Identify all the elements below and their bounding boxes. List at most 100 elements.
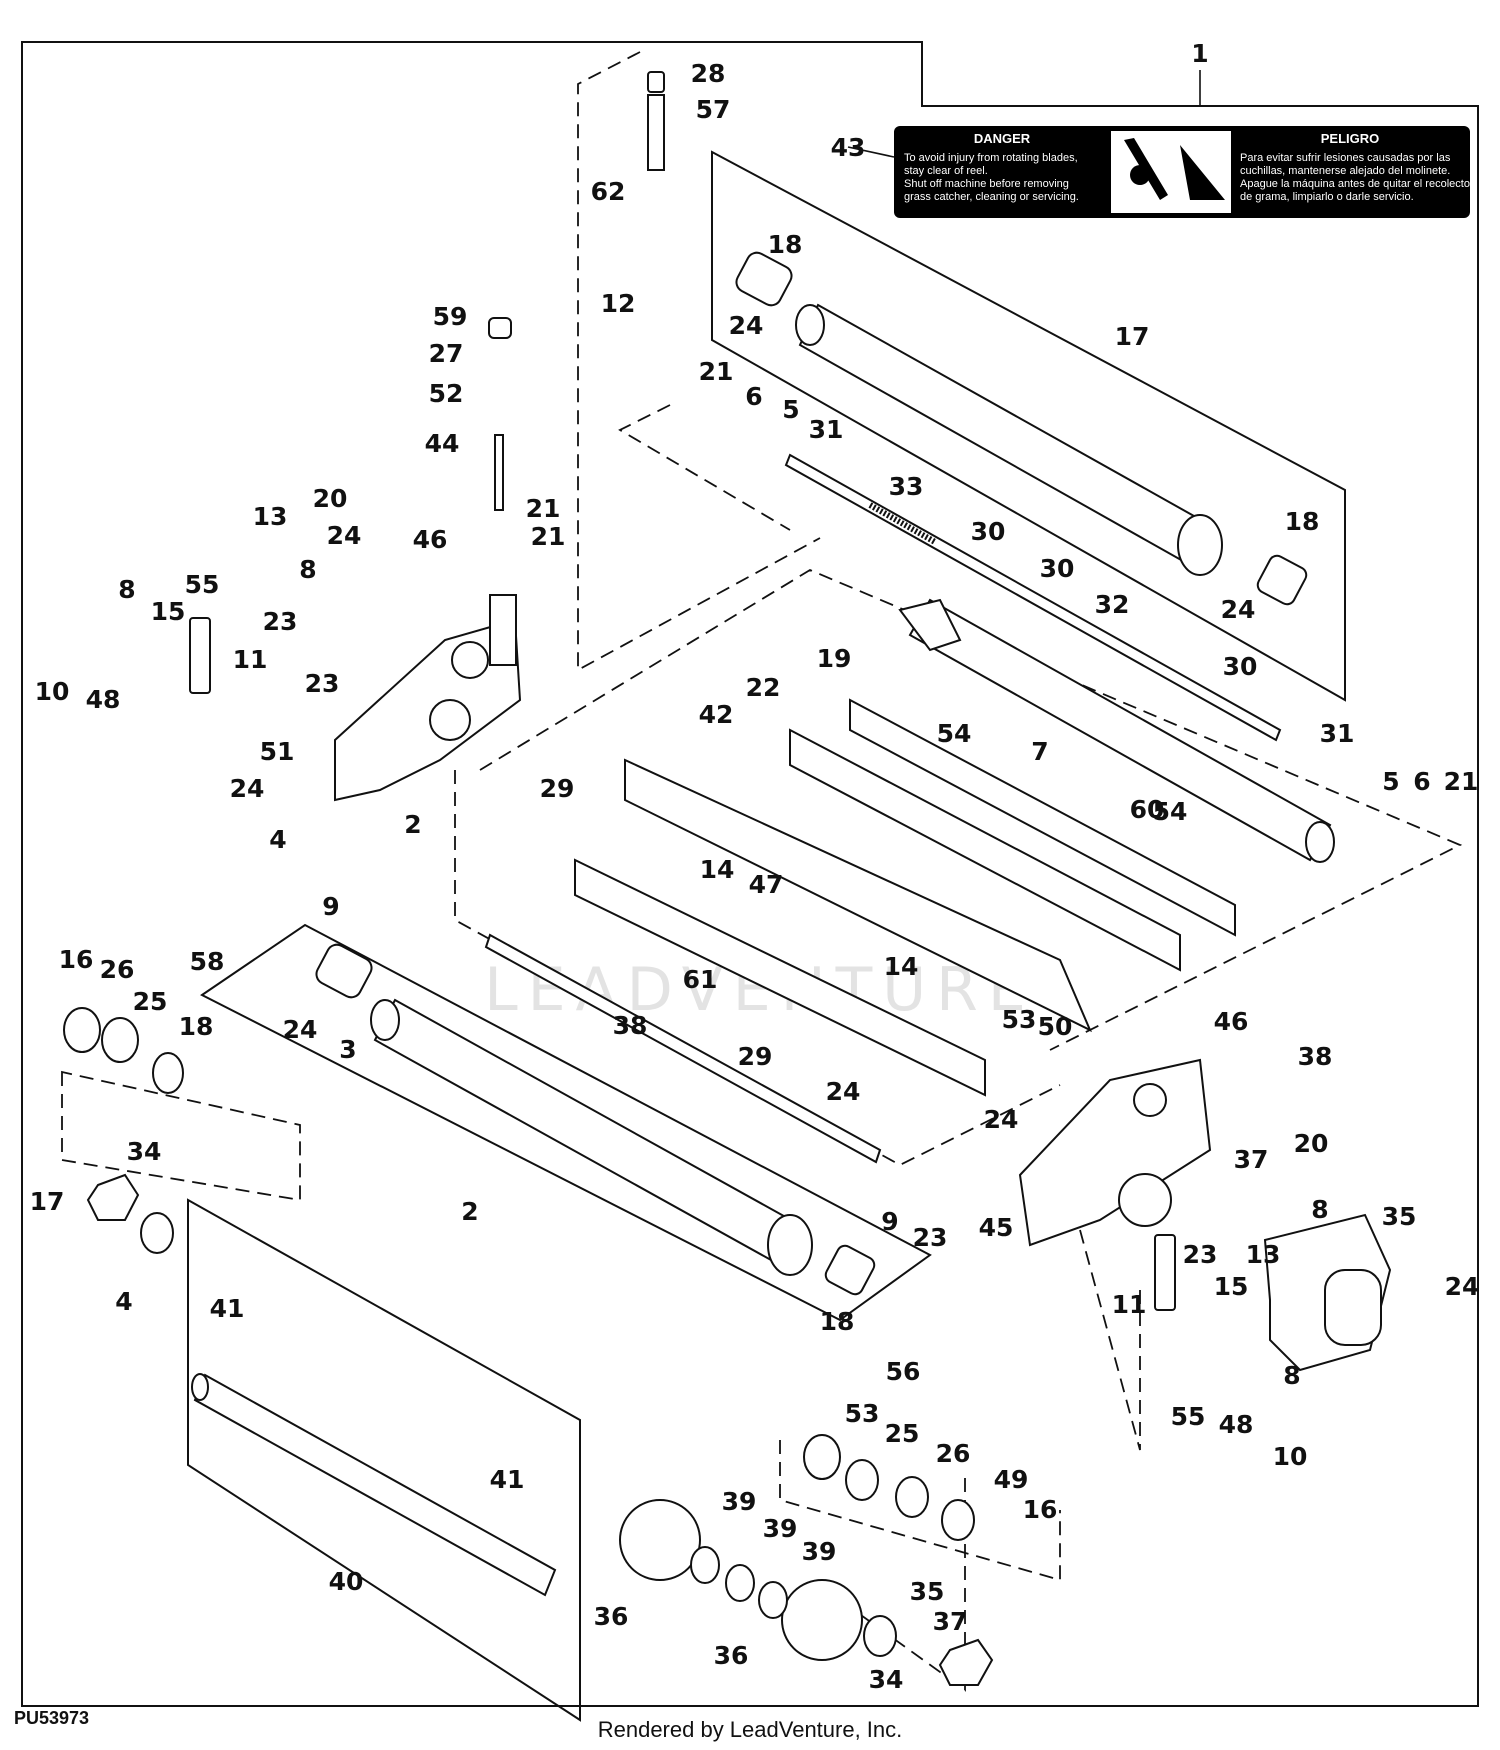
callout-19: 19 (817, 644, 852, 673)
callout-2: 2 (461, 1197, 478, 1226)
callout-3: 3 (339, 1035, 356, 1064)
callout-49: 49 (994, 1465, 1029, 1494)
callout-34: 34 (869, 1665, 904, 1694)
callout-33: 33 (889, 472, 924, 501)
callout-14: 14 (884, 952, 919, 981)
callout-41: 41 (490, 1465, 525, 1494)
callout-41: 41 (210, 1294, 245, 1323)
callout-54: 54 (937, 719, 972, 748)
callout-17: 17 (30, 1187, 65, 1216)
callout-28: 28 (691, 59, 726, 88)
callout-24: 24 (729, 311, 764, 340)
callout-23: 23 (263, 607, 298, 636)
callout-8: 8 (1311, 1195, 1328, 1224)
right-side-plate-50 (1018, 1058, 1212, 1247)
callout-45: 45 (979, 1213, 1014, 1242)
callout-18: 18 (820, 1307, 855, 1336)
callout-9: 9 (322, 892, 339, 921)
roller-40 (191, 1373, 557, 1597)
dash-group-bearing-right (779, 1440, 1061, 1582)
callout-4: 4 (269, 825, 286, 854)
callout-8: 8 (299, 555, 316, 584)
render-credit: Rendered by LeadVenture, Inc. (597, 1717, 903, 1742)
blades-36 (619, 1499, 863, 1661)
callout-23: 23 (913, 1223, 948, 1252)
adjuster-55-left (189, 617, 211, 694)
dash-group-mid (479, 568, 1463, 1051)
lower-reel-17 (315, 943, 876, 1296)
callout-6: 6 (745, 382, 762, 411)
callout-14: 14 (700, 855, 735, 884)
callout-20: 20 (1294, 1129, 1329, 1158)
callout-61: 61 (683, 965, 718, 994)
callout-31: 31 (1320, 719, 1355, 748)
callout-16: 16 (1023, 1495, 1058, 1524)
callout-26: 26 (936, 1439, 971, 1468)
callout-24: 24 (984, 1105, 1019, 1134)
bars-19-22-42 (574, 698, 1236, 1097)
callout-42: 42 (699, 700, 734, 729)
callout-7: 7 (1031, 737, 1048, 766)
callout-21: 21 (526, 494, 561, 523)
callout-22: 22 (746, 673, 781, 702)
callout-2: 2 (404, 810, 421, 839)
callout-11: 11 (1112, 1290, 1147, 1319)
callout-25: 25 (133, 987, 168, 1016)
figure-id: PU53973 (14, 1708, 90, 1728)
adjuster-55-right (1154, 1234, 1176, 1311)
callout-30: 30 (1040, 554, 1075, 583)
callout-20: 20 (313, 484, 348, 513)
callout-40: 40 (329, 1567, 364, 1596)
callout-21: 21 (699, 357, 734, 386)
callout-24: 24 (283, 1015, 318, 1044)
callout-27: 27 (429, 339, 464, 368)
callout-11: 11 (233, 645, 268, 674)
callout-54: 54 (1153, 797, 1188, 826)
callout-36: 36 (594, 1602, 629, 1631)
callout-5: 5 (1382, 767, 1399, 796)
callout-37: 37 (1234, 1145, 1269, 1174)
callout-24: 24 (826, 1077, 861, 1106)
callout-47: 47 (749, 870, 784, 899)
callout-10: 10 (35, 677, 70, 706)
callout-35: 35 (910, 1577, 945, 1606)
callout-30: 30 (971, 517, 1006, 546)
danger-line-1: To avoid injury from rotating blades, (904, 152, 1078, 164)
leader-lines (847, 70, 1201, 158)
callout-29: 29 (738, 1042, 773, 1071)
callout-56: 56 (886, 1357, 921, 1386)
callout-46: 46 (413, 525, 448, 554)
dash-group-top (618, 404, 791, 531)
callout-25: 25 (885, 1419, 920, 1448)
dash-group-right-plate (1079, 1229, 1141, 1451)
callout-10: 10 (1273, 1442, 1308, 1471)
peligro-title: PELIGRO (1321, 131, 1380, 146)
callout-32: 32 (1095, 590, 1130, 619)
left-side-plate-51 (334, 594, 522, 802)
callout-48: 48 (1219, 1410, 1254, 1439)
upper-shaft-33 (784, 453, 1282, 742)
callout-44: 44 (425, 429, 460, 458)
callout-34: 34 (127, 1137, 162, 1166)
roller-frame (187, 1198, 581, 1722)
callout-18: 18 (768, 230, 803, 259)
left-bearing-stack (63, 1007, 184, 1254)
callout-31: 31 (809, 415, 844, 444)
danger-decal: DANGER To avoid injury from rotating bla… (894, 126, 1474, 218)
callout-55: 55 (1171, 1402, 1206, 1431)
callout-48: 48 (86, 685, 121, 714)
danger-title: DANGER (974, 131, 1031, 146)
peligro-line-1: Para evitar sufrir lesiones causadas por… (1240, 152, 1451, 164)
reel-frame-bottom (200, 923, 932, 1322)
upper-reel-17 (735, 251, 1308, 606)
callout-59: 59 (433, 302, 468, 331)
dash-group-bearing-left (61, 1070, 301, 1202)
callout-62: 62 (591, 177, 626, 206)
callout-18: 18 (179, 1012, 214, 1041)
callout-39: 39 (763, 1514, 798, 1543)
callout-6: 6 (1413, 767, 1430, 796)
callout-46: 46 (1214, 1007, 1249, 1036)
callout-24: 24 (230, 774, 265, 803)
callout-39: 39 (722, 1487, 757, 1516)
